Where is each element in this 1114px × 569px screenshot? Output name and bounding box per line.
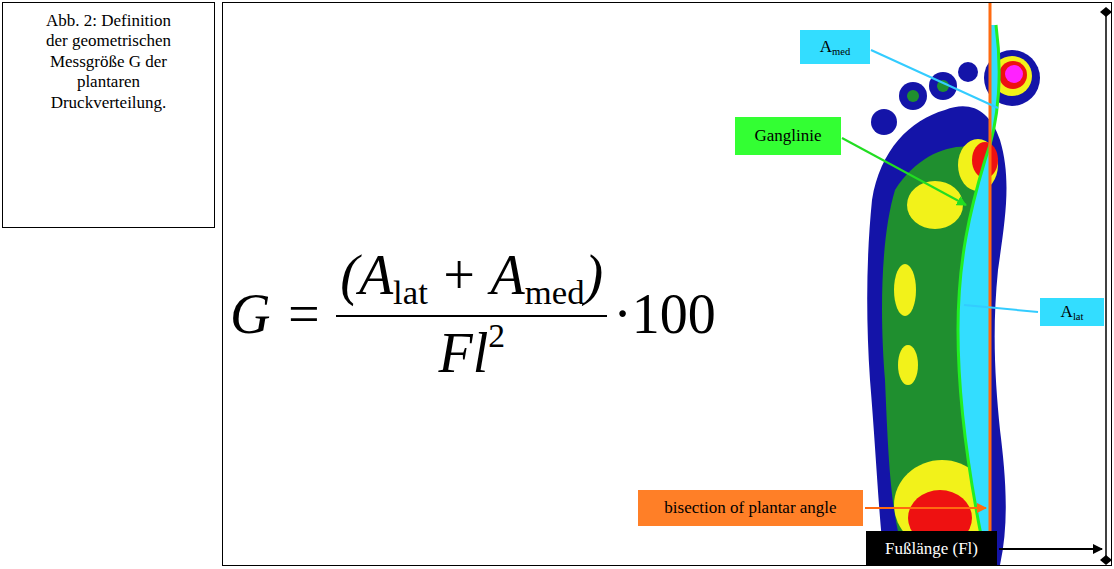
subscript-text: med	[525, 273, 585, 312]
fraction-bar	[336, 315, 607, 317]
subscript-text: lat	[1073, 311, 1084, 322]
formula-term: (A	[340, 244, 393, 306]
axis-label: bisection of plantar angle	[638, 490, 863, 526]
figure-frame	[223, 3, 1112, 566]
label-text-group: bisection of plantar angle	[664, 498, 836, 518]
dimension-label: Fußlänge (Fl)	[866, 531, 997, 566]
label-text: A	[820, 37, 832, 56]
toe-blob	[871, 109, 897, 135]
formula: G = (Alat + Amed) Fl2 ·100	[230, 243, 716, 386]
formula-term: + A	[440, 244, 525, 306]
label-text-group: Alat	[1061, 302, 1084, 322]
line-label: Ganglinie	[735, 117, 841, 155]
numerator: (Alat + Amed)	[336, 243, 607, 315]
pressure-zone	[894, 264, 916, 316]
label-text: A	[1061, 302, 1073, 321]
subscript-text: lat	[393, 273, 428, 312]
area-label: Amed	[800, 30, 870, 64]
toe-blob	[929, 72, 957, 100]
formula-term: ·100	[613, 282, 716, 346]
leader-arrow	[865, 507, 986, 509]
toe-blob	[958, 62, 978, 82]
leader-arrow	[842, 138, 966, 205]
area-fill	[958, 25, 999, 540]
bisection-line	[989, 3, 992, 565]
foot-print	[867, 50, 1040, 565]
fraction: (Alat + Amed) Fl2	[336, 243, 607, 386]
toe-blob	[907, 90, 919, 102]
area-label: Alat	[1040, 298, 1104, 326]
superscript-text: 2	[488, 317, 505, 354]
formula-term: Fl	[438, 323, 488, 385]
subscript-text: med	[832, 46, 850, 57]
big-toe	[999, 61, 1027, 89]
label-text-group: Abb. 2: Definition der geometrischen Mes…	[34, 11, 184, 113]
leader-arrow	[999, 548, 1102, 550]
label-text-group: Amed	[820, 37, 850, 57]
label-text-group: Ganglinie	[754, 126, 821, 146]
toe-blob	[899, 82, 927, 110]
label-text: Abb. 2: Definition der geometrischen Mes…	[46, 11, 171, 112]
formula-term: )	[585, 244, 604, 306]
caption-box: Abb. 2: Definition der geometrischen Mes…	[2, 2, 215, 228]
label-text: Fußlänge (Fl)	[885, 539, 978, 558]
dimension-line	[1105, 12, 1107, 560]
big-toe	[1005, 65, 1023, 83]
label-text: bisection of plantar angle	[664, 498, 836, 517]
pressure-zone	[898, 345, 918, 385]
gait-line	[958, 25, 999, 540]
label-text: Ganglinie	[754, 126, 821, 145]
leader-line	[871, 50, 998, 108]
formula-term: G =	[230, 282, 322, 346]
leader-line	[964, 305, 1038, 312]
denominator: Fl2	[438, 317, 505, 385]
label-text-group: Fußlänge (Fl)	[885, 539, 978, 559]
